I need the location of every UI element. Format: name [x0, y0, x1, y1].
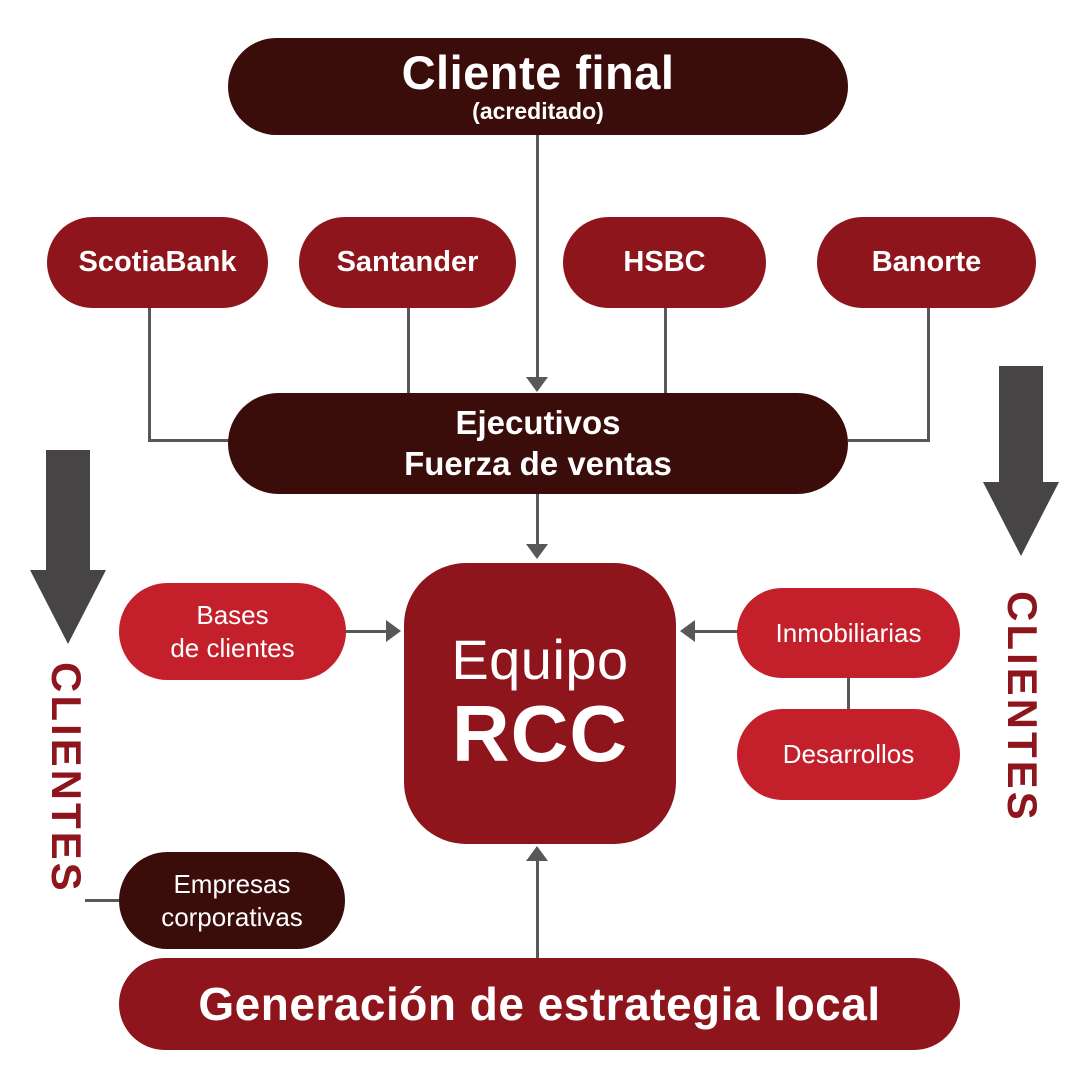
cliente-final-title: Cliente final	[401, 46, 675, 100]
estrategia-label: Generación de estrategia local	[198, 978, 881, 1030]
connector-banorte-vertical	[927, 307, 930, 442]
node-desarrollos: Desarrollos	[737, 709, 960, 800]
big-down-arrow-right-head-icon	[983, 482, 1059, 556]
node-inmobiliarias: Inmobiliarias	[737, 588, 960, 678]
bank-label: ScotiaBank	[78, 246, 237, 278]
big-down-arrow-right-icon	[999, 366, 1043, 484]
node-bank-banorte: Banorte	[817, 217, 1036, 308]
connector-inmobiliarias-to-desarrollos	[847, 677, 850, 710]
big-down-arrow-left-head-icon	[30, 570, 106, 644]
node-bases-de-clientes: Bases de clientes	[119, 583, 346, 680]
connector-santander	[407, 307, 410, 395]
clientes-label-right: CLIENTES	[999, 591, 1046, 823]
connector-ejecutivos-to-rcc	[536, 494, 539, 546]
connector-estrategia-to-rcc	[536, 860, 539, 959]
bases-line2: de clientes	[170, 632, 295, 663]
connector-scotiabank-vertical	[148, 307, 151, 442]
connector-inmobiliarias-to-rcc	[694, 630, 738, 633]
desarrollos-label: Desarrollos	[782, 739, 915, 769]
arrowhead-down-icon	[526, 544, 548, 559]
equipo-rcc-line1: Equipo	[451, 628, 629, 691]
equipo-rcc-line2: RCC	[451, 689, 629, 778]
connector-cliente-to-ejecutivos	[536, 135, 539, 380]
arrowhead-up-icon	[526, 846, 548, 861]
node-bank-hsbc: HSBC	[563, 217, 766, 308]
empresas-line2: corporativas	[161, 901, 303, 932]
ejecutivos-line2: Fuerza de ventas	[404, 444, 672, 482]
node-cliente-final: Cliente final (acreditado)	[228, 38, 848, 135]
node-generacion-estrategia-local: Generación de estrategia local	[119, 958, 960, 1050]
big-down-arrow-left-icon	[46, 450, 90, 572]
empresas-line1: Empresas	[173, 869, 291, 899]
inmobiliarias-label: Inmobiliarias	[775, 617, 922, 648]
node-ejecutivos: Ejecutivos Fuerza de ventas	[228, 393, 848, 494]
connector-scotiabank-horizontal	[148, 439, 230, 442]
cliente-final-subtitle: (acreditado)	[472, 97, 604, 124]
connector-empresas-left	[85, 899, 120, 902]
connector-banorte-horizontal	[848, 439, 930, 442]
bank-label: HSBC	[623, 246, 706, 278]
bank-label: Santander	[336, 246, 479, 278]
bank-label: Banorte	[871, 246, 982, 278]
node-equipo-rcc: Equipo RCC	[404, 563, 676, 844]
arrowhead-right-icon	[386, 620, 401, 642]
node-empresas-corporativas: Empresas corporativas	[119, 852, 345, 949]
node-bank-scotiabank: ScotiaBank	[47, 217, 268, 308]
ejecutivos-line1: Ejecutivos	[455, 404, 621, 442]
connector-hsbc	[664, 307, 667, 395]
arrowhead-left-icon	[680, 620, 695, 642]
bases-line1: Bases	[196, 600, 269, 630]
clientes-label-left: CLIENTES	[43, 662, 90, 894]
connector-bases-to-rcc	[345, 630, 387, 633]
arrowhead-down-icon	[526, 377, 548, 392]
node-bank-santander: Santander	[299, 217, 516, 308]
